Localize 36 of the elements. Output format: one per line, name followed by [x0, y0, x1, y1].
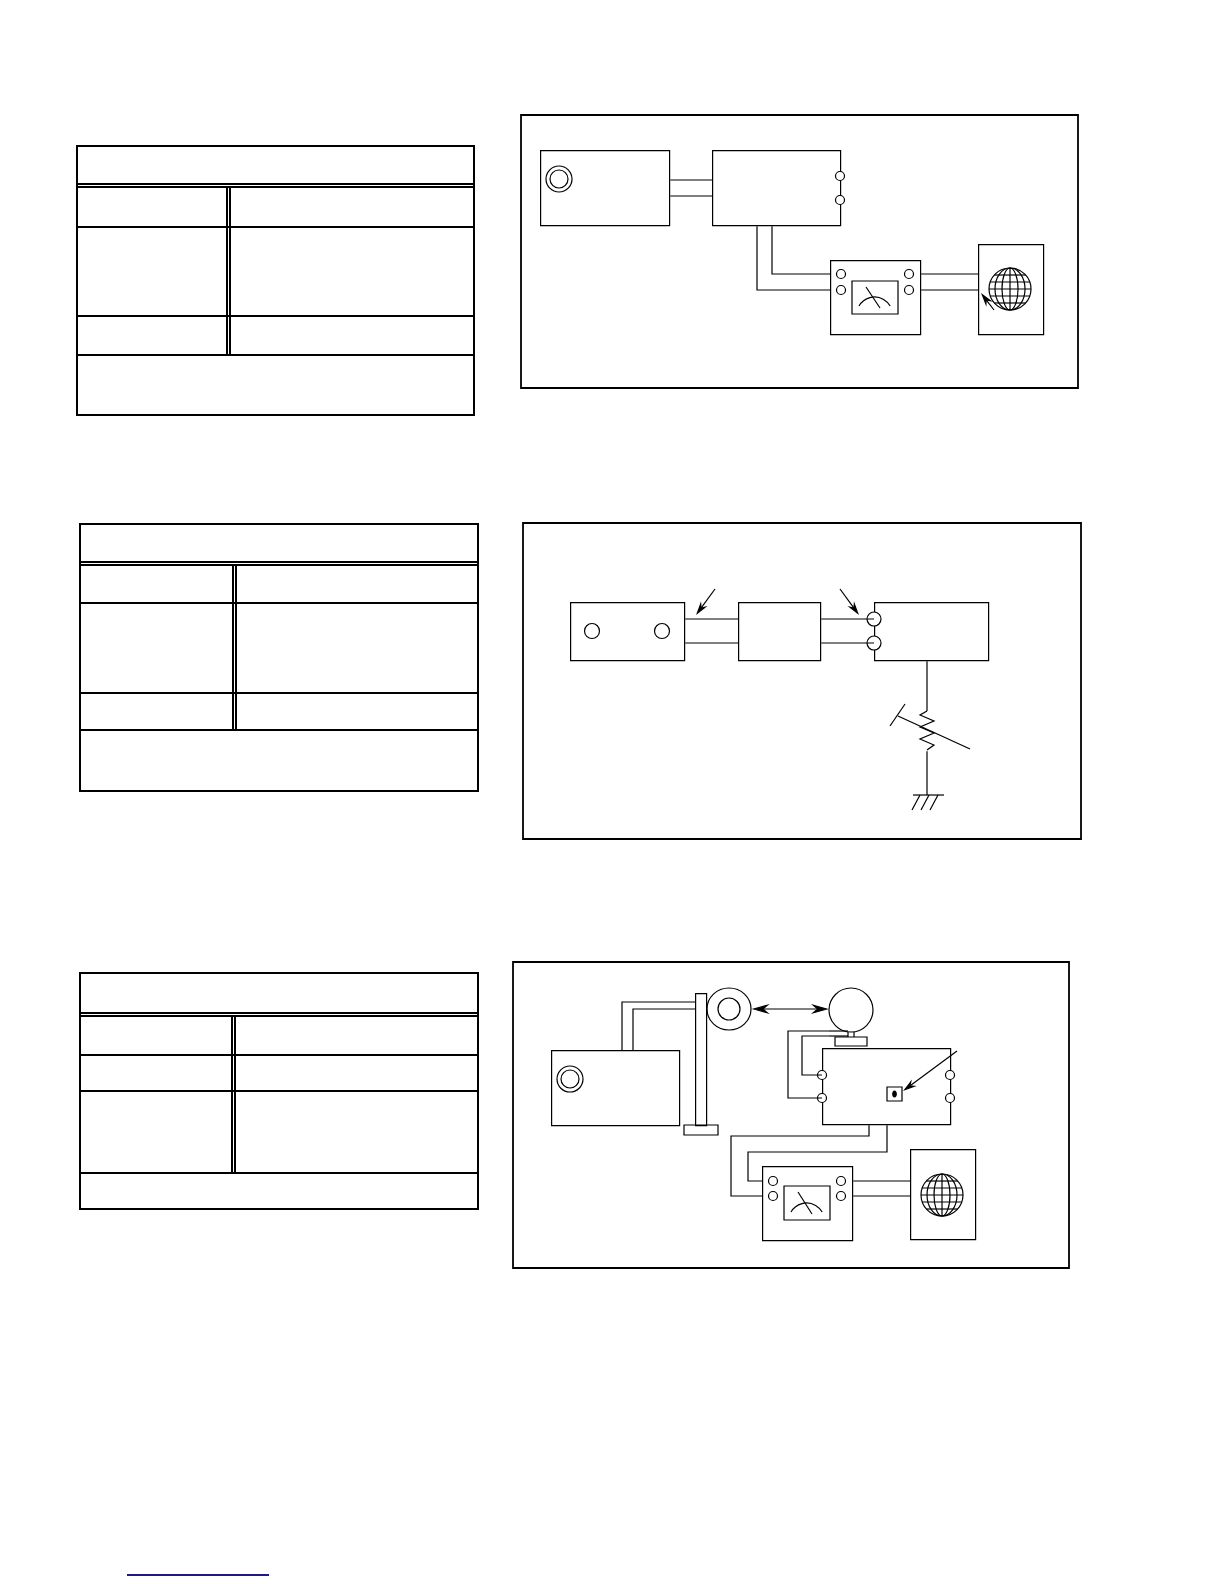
cable-line [756, 225, 831, 291]
junction-box [712, 150, 846, 227]
cable-line [926, 750, 928, 796]
cable-line [852, 1180, 911, 1182]
connector-box [570, 602, 686, 662]
cable-line [747, 1124, 888, 1182]
stand-pole [683, 993, 719, 1136]
cable-line [920, 289, 979, 291]
cable-line [771, 225, 831, 275]
cable-line [684, 618, 739, 620]
oscilloscope-box [910, 1149, 977, 1241]
oscilloscope-box [978, 244, 1045, 336]
cable-line [801, 1035, 830, 1076]
cable-line [684, 642, 739, 644]
cable-line [787, 1030, 830, 1099]
microphone-drawing [828, 987, 874, 1047]
adapter-box [738, 602, 822, 662]
cable-line [632, 1008, 696, 1051]
cable-line [669, 195, 713, 197]
speaker-drawing [706, 987, 752, 1031]
cable-line [820, 642, 875, 644]
cable-line [926, 660, 928, 712]
generator-box [551, 1050, 681, 1127]
variable-resistor-symbol [889, 703, 971, 751]
cable-line [820, 618, 875, 620]
meter-box [830, 260, 922, 336]
test-box [816, 1048, 956, 1126]
cable-line [920, 273, 979, 275]
ground-symbol [911, 794, 945, 811]
generator-box [540, 150, 671, 227]
cable-line [852, 1195, 911, 1197]
meter-box [762, 1166, 854, 1242]
test-box [866, 602, 990, 662]
cable-line [730, 1124, 870, 1197]
cable-line [669, 179, 713, 181]
cable-line [621, 1001, 696, 1051]
